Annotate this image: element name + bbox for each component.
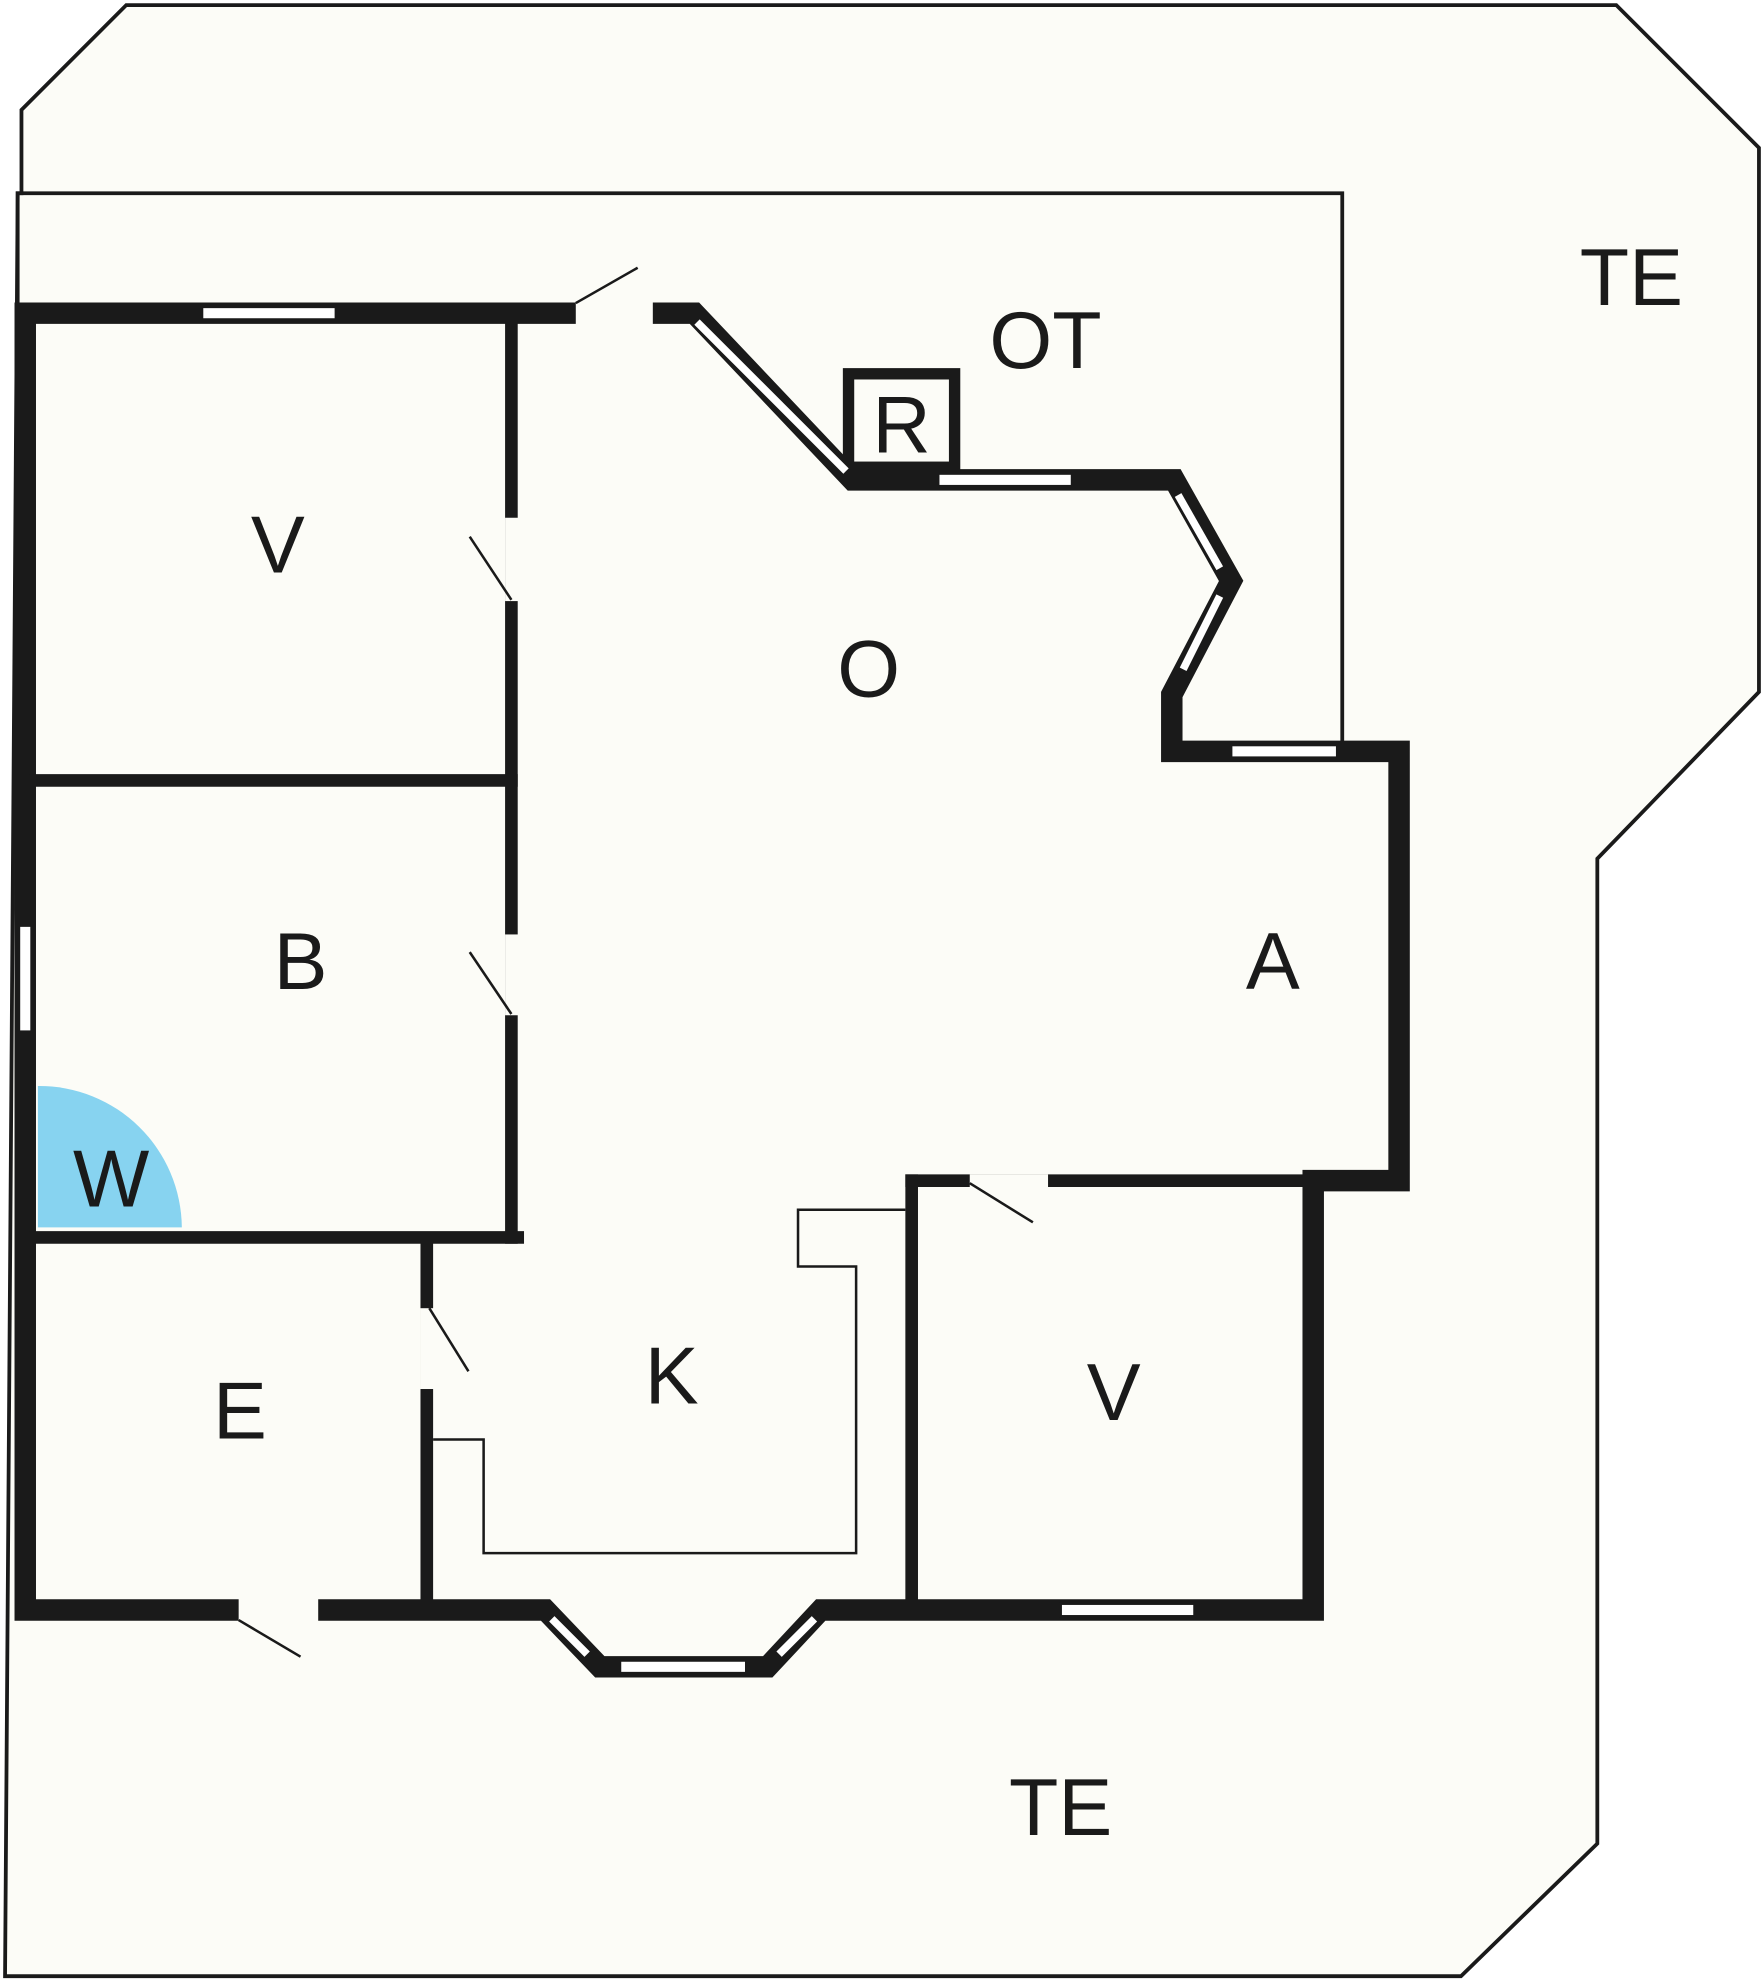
doors — [238, 266, 1049, 1658]
label-living: O — [837, 624, 900, 714]
label-bathroom: B — [274, 917, 328, 1007]
label-kitchen: K — [645, 1331, 699, 1421]
label-entry: E — [213, 1367, 267, 1457]
windows — [17, 305, 1339, 1675]
kitchen-counter — [433, 1208, 906, 1555]
label-wardrobe: W — [73, 1134, 149, 1224]
wardrobe-area — [37, 1085, 182, 1228]
label-open-terrace: OT — [989, 296, 1101, 386]
exterior-wall — [14, 302, 1410, 1678]
chimney-box — [842, 368, 961, 473]
label-bedroom-top: V — [251, 501, 305, 591]
house-floor — [25, 313, 1400, 1667]
label-chimney: R — [872, 381, 930, 471]
label-bedroom-bottom: V — [1087, 1348, 1141, 1438]
label-terrace-bottom: TE — [1009, 1763, 1112, 1853]
label-terrace-top: TE — [1580, 233, 1683, 323]
label-dining: A — [1246, 917, 1300, 1007]
open-terrace-outline — [15, 191, 1345, 746]
